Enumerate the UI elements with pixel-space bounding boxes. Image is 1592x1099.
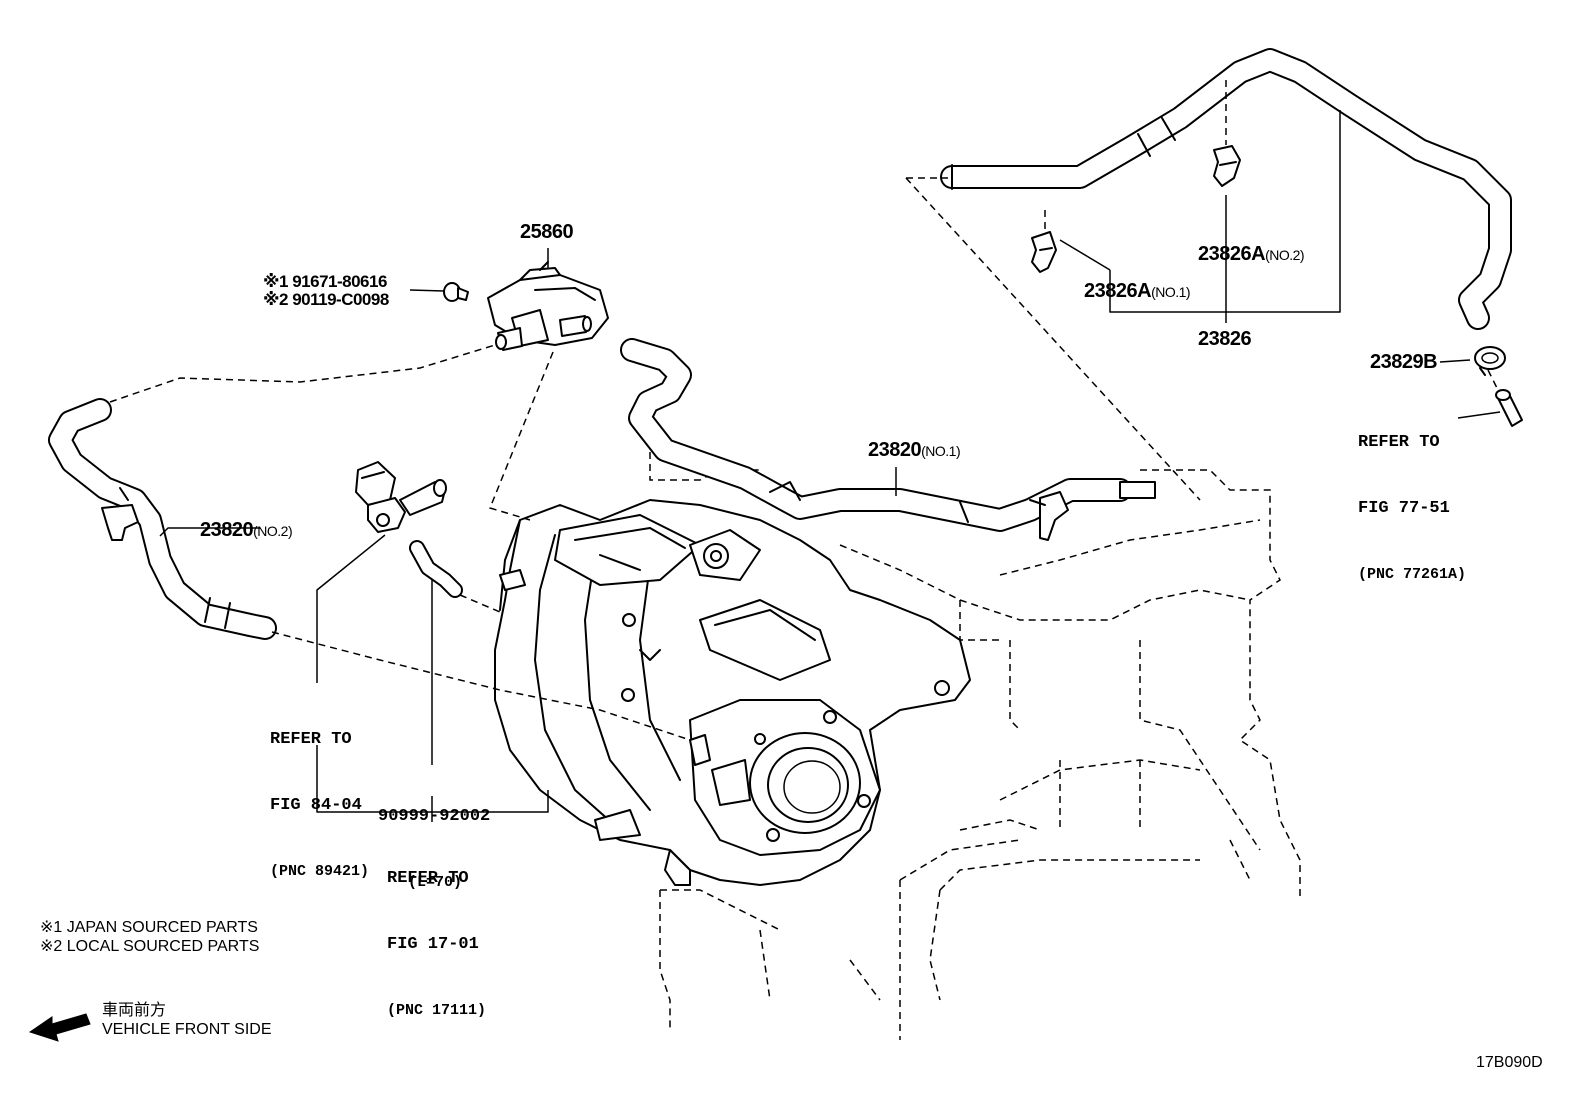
part-number-23826: 23826 [1198, 328, 1252, 350]
clip-23826a-no1 [1031, 231, 1057, 273]
vsv-valve-25860 [487, 261, 609, 351]
ref-84-line-1: REFER TO [270, 730, 352, 749]
ref-fig-77-51: REFER TO FIG 77-51 (PNC 77261A) [1358, 388, 1466, 608]
ref-fig-17-01: REFER TO FIG 17-01 (PNC 17111) [387, 824, 486, 1044]
label-25860: 25860 [520, 221, 574, 243]
bolt-91671 [443, 282, 469, 302]
front-side-jp: 車両前方 [102, 1002, 167, 1019]
ref-17-line-1: REFER TO [387, 869, 469, 888]
part-sub-no1: (NO.1) [921, 443, 961, 459]
label-bolt-2: ※2 90119-C0098 [263, 291, 389, 308]
figure-id-text: 17B090D [1476, 1054, 1543, 1071]
part-number-23826a-no1: 23826A [1084, 280, 1152, 302]
hose-23820-no2 [48, 398, 277, 640]
part-number-23829b: 23829B [1370, 351, 1438, 373]
front-side-caption: 車両前方 VEHICLE FRONT SIDE [102, 1001, 272, 1039]
label-23826a-no2: 23826A(NO.2) [1198, 243, 1305, 265]
ref-84-line-3: (PNC 89421) [270, 863, 370, 880]
label-23826a-no1: 23826A(NO.1) [1084, 280, 1191, 302]
part-number-25860: 25860 [520, 221, 574, 243]
label-23826: 23826 [1198, 328, 1252, 350]
hose-23826 [940, 48, 1512, 330]
pressure-sensor [355, 461, 447, 533]
front-direction-arrow-icon [28, 1013, 91, 1042]
assembly-dashed-lines [109, 80, 1499, 741]
part-sub-no2: (NO.2) [253, 523, 293, 539]
front-side-en: VEHICLE FRONT SIDE [102, 1021, 272, 1038]
label-23820-no2: 23820(NO.2) [200, 519, 293, 541]
ref-84-line-2: FIG 84-04 [270, 796, 362, 815]
part-number-23820-no2: 23820 [200, 519, 254, 541]
ref-77-line-1: REFER TO [1358, 433, 1440, 452]
legend-note-japan: ※1 JAPAN SOURCED PARTS [40, 919, 258, 936]
hose-90999-92002 [409, 540, 463, 598]
transaxle-housing [494, 499, 971, 886]
pipe-77261a [1495, 389, 1523, 427]
clip-23826a-no2 [1213, 145, 1241, 187]
clamp-23829b [1474, 346, 1506, 376]
part-number-23820-no1: 23820 [868, 439, 922, 461]
engine-block-outline [649, 440, 1301, 1040]
legend-note-local: ※2 LOCAL SOURCED PARTS [40, 938, 260, 955]
ref-fig-84-04: REFER TO FIG 84-04 (PNC 89421) [270, 685, 369, 905]
hose-23820-no1 [620, 338, 1156, 541]
label-bolt-1: ※1 91671-80616 [263, 273, 387, 290]
ref-17-line-2: FIG 17-01 [387, 935, 479, 954]
label-90999-92002: 90999-92002 (L=70) [378, 762, 490, 916]
label-23820-no1: 23820(NO.1) [868, 439, 961, 461]
ref-77-line-2: FIG 77-51 [1358, 499, 1450, 518]
label-23829b: 23829B [1370, 351, 1438, 373]
figure-id: 17B090D [1476, 1053, 1543, 1072]
ref-17-line-3: (PNC 17111) [387, 1002, 487, 1019]
hose-length: (L=70) [408, 874, 463, 891]
part-number-90119-c0098: ※2 90119-C0098 [263, 290, 389, 309]
part-sub-23826a-no2: (NO.2) [1265, 247, 1305, 263]
ref-77-line-3: (PNC 77261A) [1358, 566, 1467, 583]
part-number-91671-80616: ※1 91671-80616 [263, 272, 387, 291]
legend-notes: ※1 JAPAN SOURCED PARTS ※2 LOCAL SOURCED … [40, 918, 259, 956]
part-sub-23826a-no1: (NO.1) [1151, 284, 1191, 300]
part-number-90999-92002: 90999-92002 [378, 807, 491, 826]
leader-lines [159, 110, 1501, 822]
part-number-23826a-no2: 23826A [1198, 243, 1266, 265]
